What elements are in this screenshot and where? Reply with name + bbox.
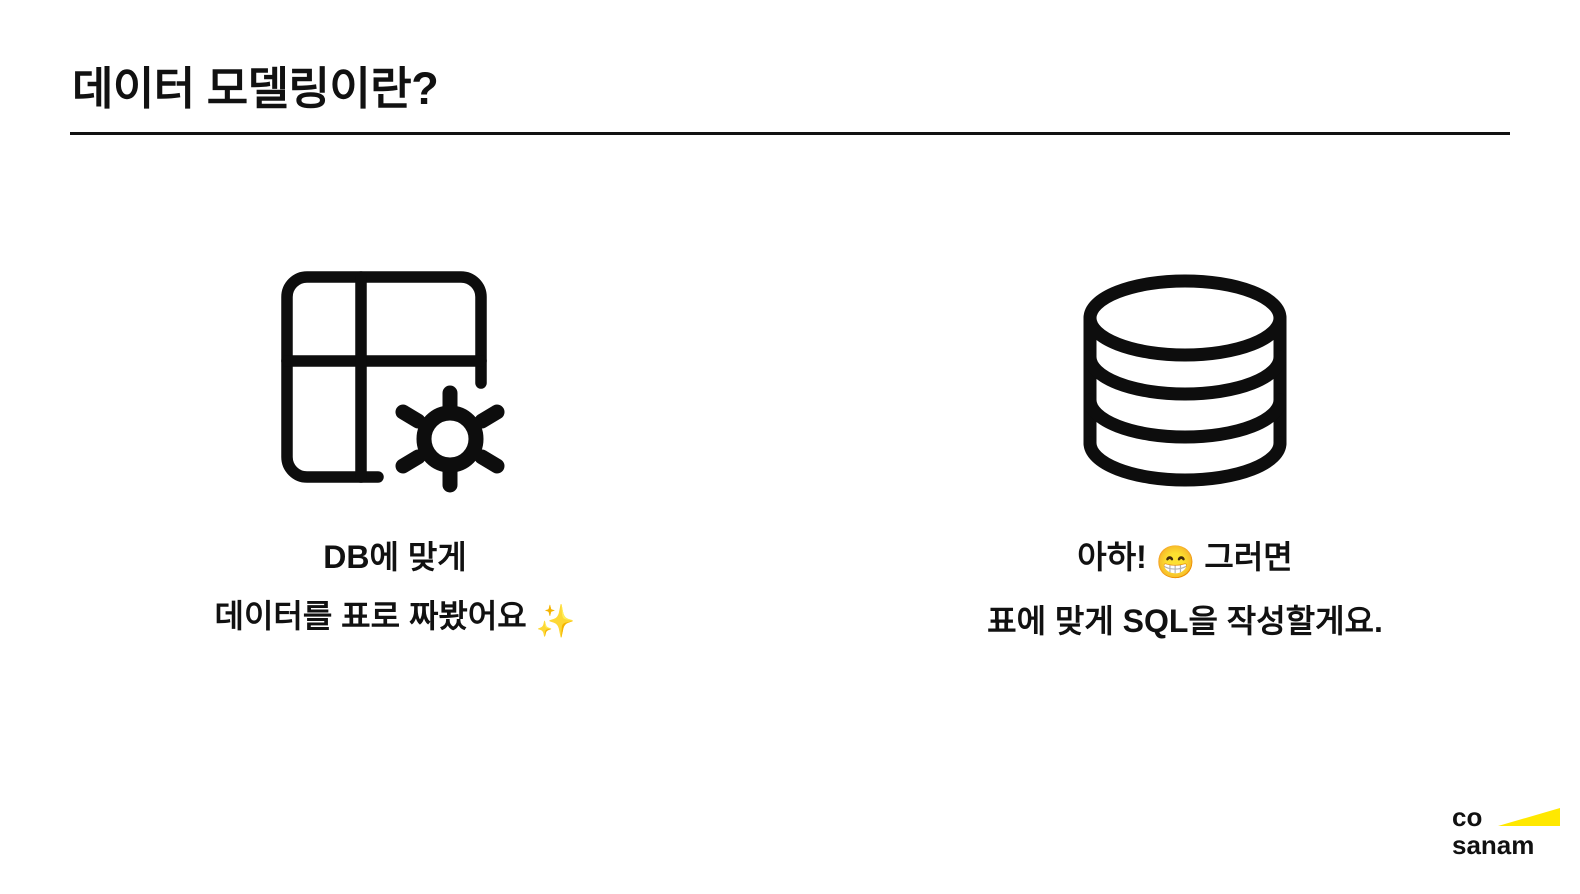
brand-logo: co sanam — [1452, 800, 1560, 860]
caption-database-line2: 표에 맞게 SQL을 작성할게요. — [987, 603, 1383, 640]
caption-database-line1-after: 그러면 — [1204, 539, 1293, 575]
table-settings-icon-wrap — [275, 250, 515, 510]
logo-line-sanam: sanam — [1452, 830, 1534, 860]
page-title: 데이터 모델링이란? — [72, 63, 439, 114]
column-database: 아하! 😁 그러면 표에 맞게 SQL을 작성할게요. — [790, 250, 1580, 720]
sparkles-emoji: ✨ — [535, 603, 576, 640]
caption-database-line1-before: 아하! — [1077, 539, 1147, 575]
table-settings-icon — [281, 271, 505, 493]
caption-table-line2-text: 데이터를 표로 짜봤어요 — [214, 598, 527, 635]
beaming-face-emoji: 😁 — [1155, 544, 1196, 580]
logo-wedge-icon — [1498, 808, 1560, 826]
caption-database-line1: 아하! 😁 그러면 — [987, 528, 1383, 592]
caption-table-line1: DB에 맞게 — [323, 539, 467, 575]
caption-database: 아하! 😁 그러면 표에 맞게 SQL을 작성할게요. — [987, 528, 1383, 651]
column-table: DB에 맞게 데이터를 표로 짜봤어요 ✨ — [0, 250, 790, 720]
gear-icon — [395, 385, 505, 493]
database-cylinder-icon — [1083, 274, 1287, 486]
title-divider — [70, 132, 1510, 135]
database-cylinder-icon-wrap — [1080, 250, 1290, 510]
caption-table-line2: 데이터를 표로 짜봤어요 ✨ — [215, 587, 576, 651]
caption-table: DB에 맞게 데이터를 표로 짜봤어요 ✨ — [215, 528, 576, 651]
logo-line-co: co — [1452, 802, 1482, 832]
content-columns: DB에 맞게 데이터를 표로 짜봤어요 ✨ — [0, 250, 1580, 720]
